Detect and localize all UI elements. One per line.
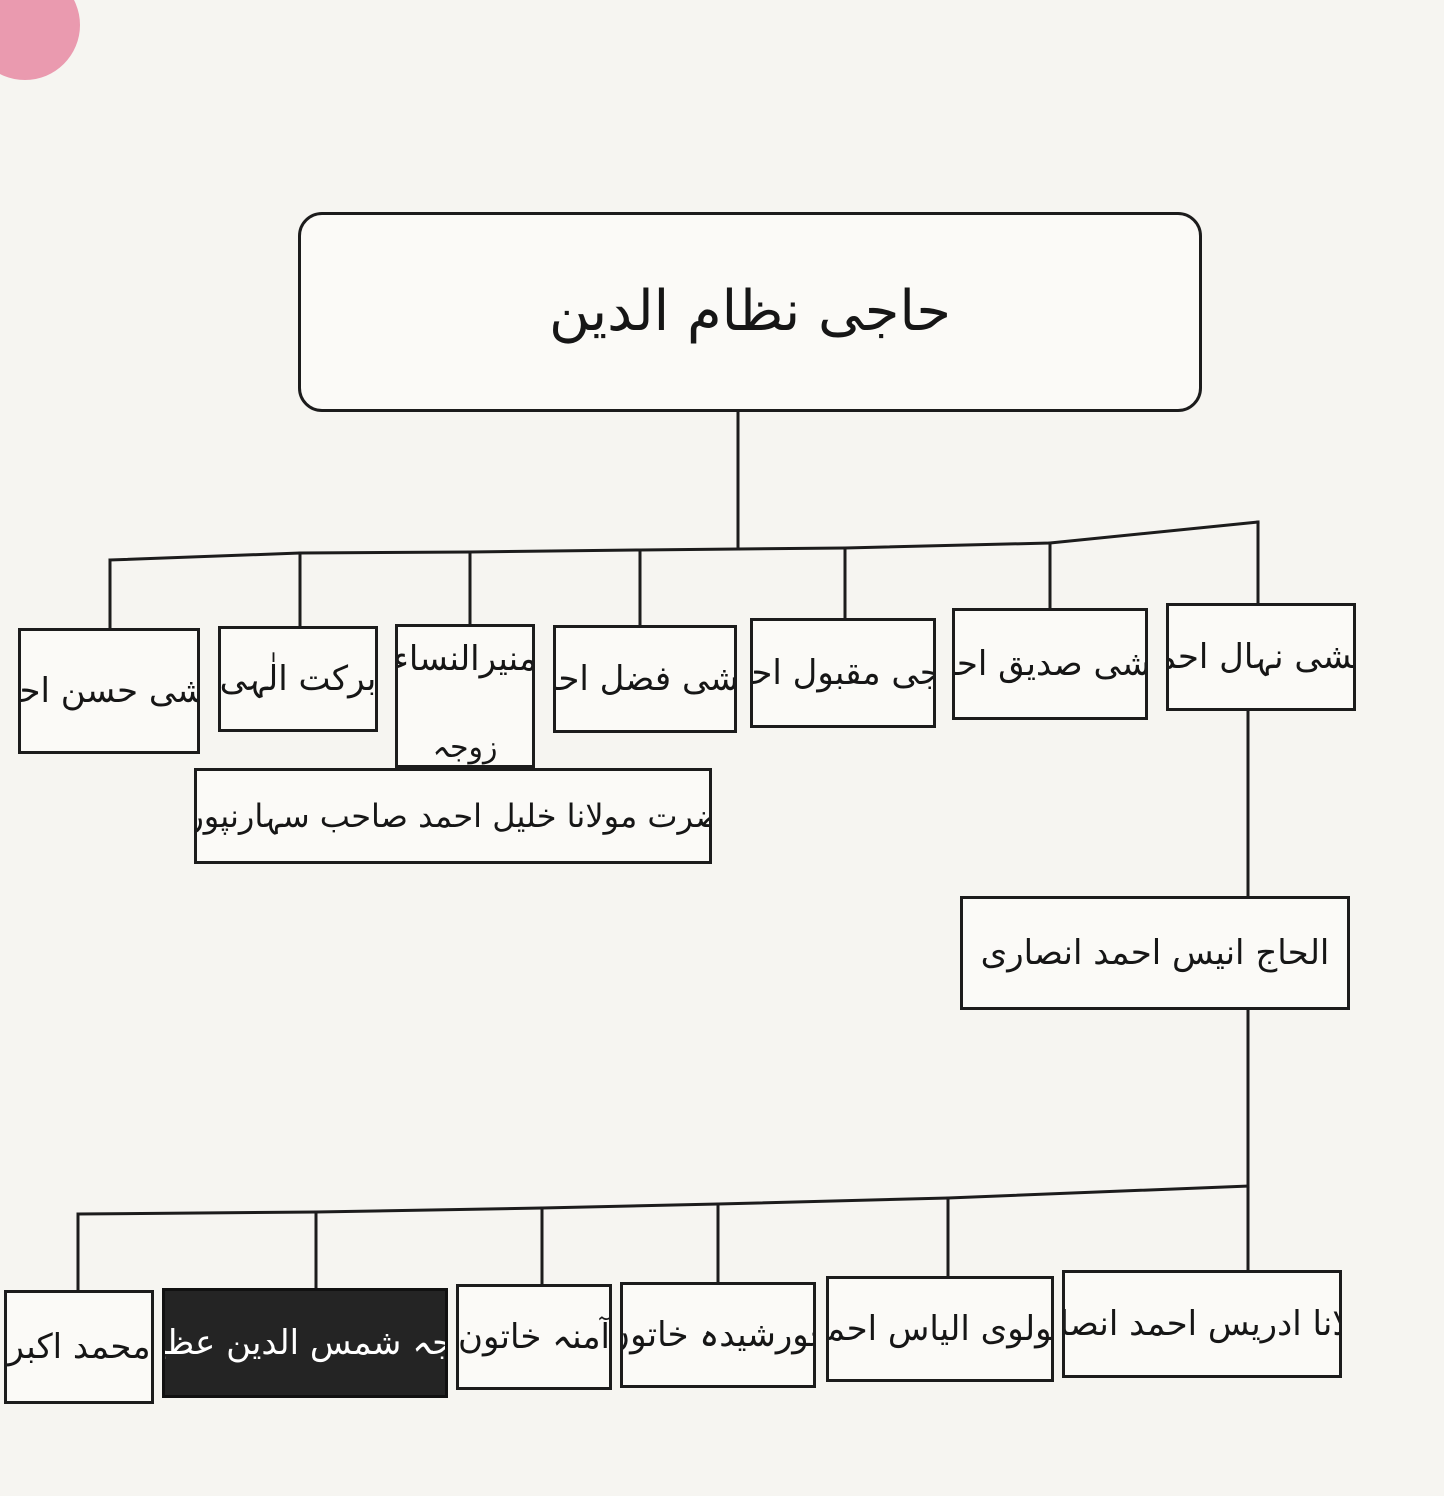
child-node-munshi-hasan-ahmad[interactable]: منشی حسن احمد — [18, 628, 200, 754]
child-node-munshi-fazal-ahmad[interactable]: منشی فضل احمد — [553, 625, 737, 733]
child-node-munshi-siddiq-ahmad[interactable]: منشی صدیق احمد — [952, 608, 1148, 720]
connector-generation-one-bus — [108, 520, 1260, 562]
great-grandchild-node-muhammad-akbar[interactable]: محمد اکبر — [4, 1290, 154, 1404]
spouse-relation-label: زوجہ — [432, 730, 498, 765]
great-grandchild-node-amna-khatoon[interactable]: آمنہ خاتون — [456, 1284, 612, 1390]
grandchild-node-alhaj-anees-ahmad-ansari[interactable]: الحاج انیس احمد انصاری — [960, 896, 1350, 1010]
connector-generation-three-bus — [76, 1184, 1250, 1216]
root-node-haji-nizamuddin[interactable]: حاجی نظام الدین — [298, 212, 1202, 412]
child-node-haji-maqbool-ahmad[interactable]: حاجی مقبول احمد — [750, 618, 936, 728]
child-node-munshi-nihal-ahmad[interactable]: منشی نہال احمد — [1166, 603, 1356, 711]
great-grandchild-node-maulana-idrees-ahmad-ansari[interactable]: مولانا ادریس احمد انصاری — [1062, 1270, 1342, 1378]
child-node-munir-un-nisa[interactable]: منیرالنساء — [395, 624, 535, 768]
great-grandchild-node-maulvi-ilyas-ahmad[interactable]: مولوی الیاس احمد — [826, 1276, 1054, 1382]
great-grandchild-node-khwaja-shamsuddin-azeemi[interactable]: خواجہ شمس الدین عظیمی — [162, 1288, 448, 1398]
spouse-node-maulana-khalil-ahmad[interactable]: حضرت مولانا خلیل احمد صاحب سہارنپوری — [194, 768, 712, 864]
great-grandchild-node-khursheeda-khatoon[interactable]: خورشیدہ خاتون — [620, 1282, 816, 1388]
child-node-barkat-ilahi[interactable]: برکت الٰہی — [218, 626, 378, 732]
